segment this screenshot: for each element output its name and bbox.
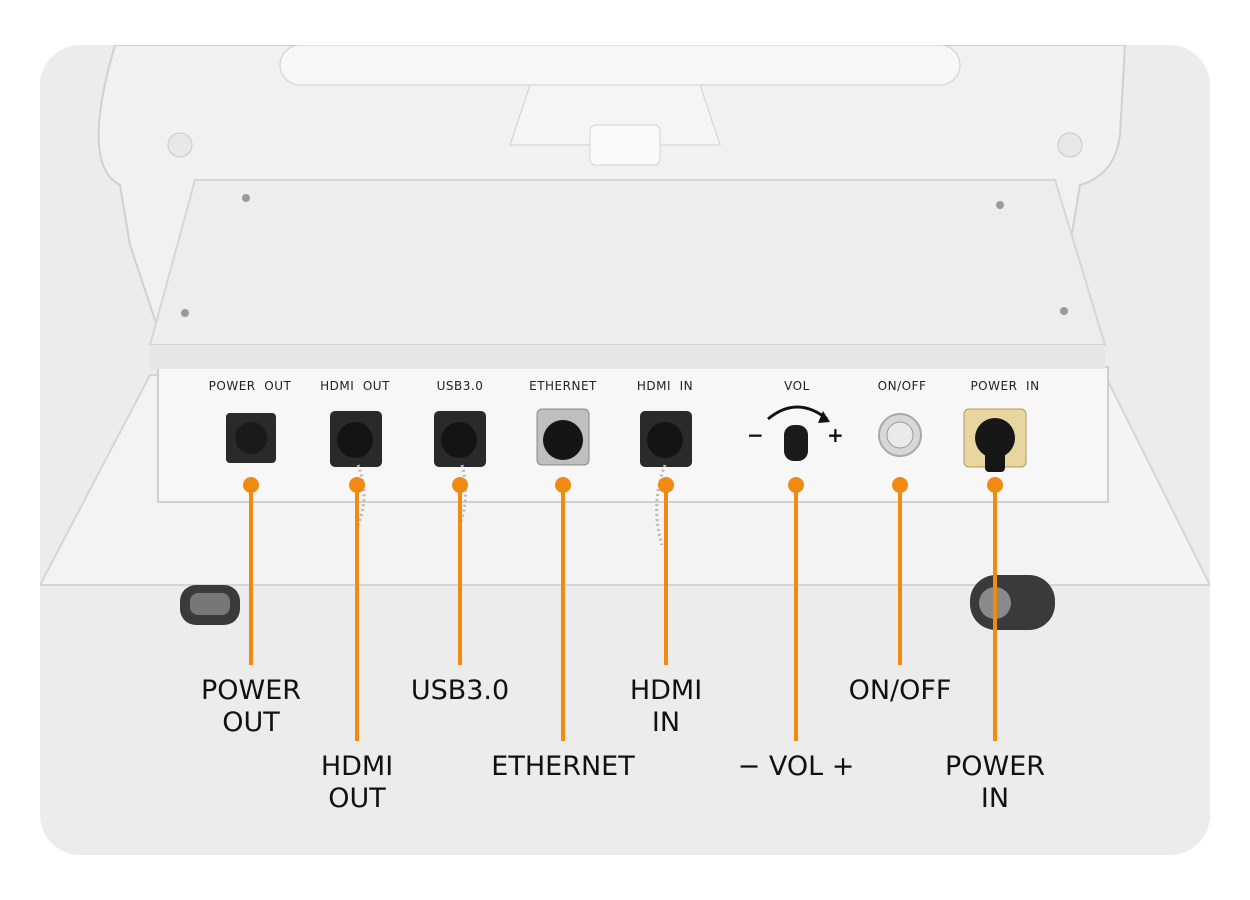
panel-label-usb: USB3.0	[436, 379, 484, 393]
panel-label-ethernet: ETHERNET	[529, 379, 597, 393]
right-wheel	[970, 575, 1055, 630]
callout-usb: USB3.0	[410, 675, 510, 706]
power-switch	[878, 413, 922, 457]
device-illustration	[40, 45, 1210, 741]
callout-on-off: ON/OFF	[848, 675, 952, 706]
panel-label-hdmi-out: HDMI OUT	[320, 379, 390, 393]
panel-label-power-in: POWER IN	[970, 379, 1040, 393]
panel-label-vol-plus: +	[827, 423, 844, 447]
left-wheel	[180, 585, 240, 625]
ethernet-connector	[536, 408, 590, 466]
usb-connector	[434, 411, 486, 526]
callout-hdmi-in: HDMI IN	[629, 675, 703, 738]
hdmi-out-connector	[330, 411, 382, 526]
panel-label-vol: VOL	[784, 379, 810, 393]
callout-power-out: POWER OUT	[200, 675, 302, 738]
product-photo: POWER OUT HDMI OUT USB3.0 ETHERNET HDMI …	[40, 45, 1210, 855]
power-in-connector	[963, 408, 1027, 472]
power-out-connector	[226, 413, 276, 463]
leader-lines	[243, 477, 1003, 741]
callout-power-in: POWER IN	[944, 751, 1046, 814]
panel-label-power-out: POWER OUT	[208, 379, 292, 393]
callout-vol: − VOL +	[737, 751, 855, 782]
panel-label-on-off: ON/OFF	[877, 379, 927, 393]
panel-label-vol-minus: −	[747, 423, 764, 447]
callout-ethernet: ETHERNET	[491, 751, 635, 782]
callout-hdmi-out: HDMI OUT	[320, 751, 394, 814]
panel-label-hdmi-in: HDMI IN	[636, 379, 694, 393]
volume-knob	[767, 405, 830, 461]
hdmi-in-connector	[640, 411, 692, 546]
